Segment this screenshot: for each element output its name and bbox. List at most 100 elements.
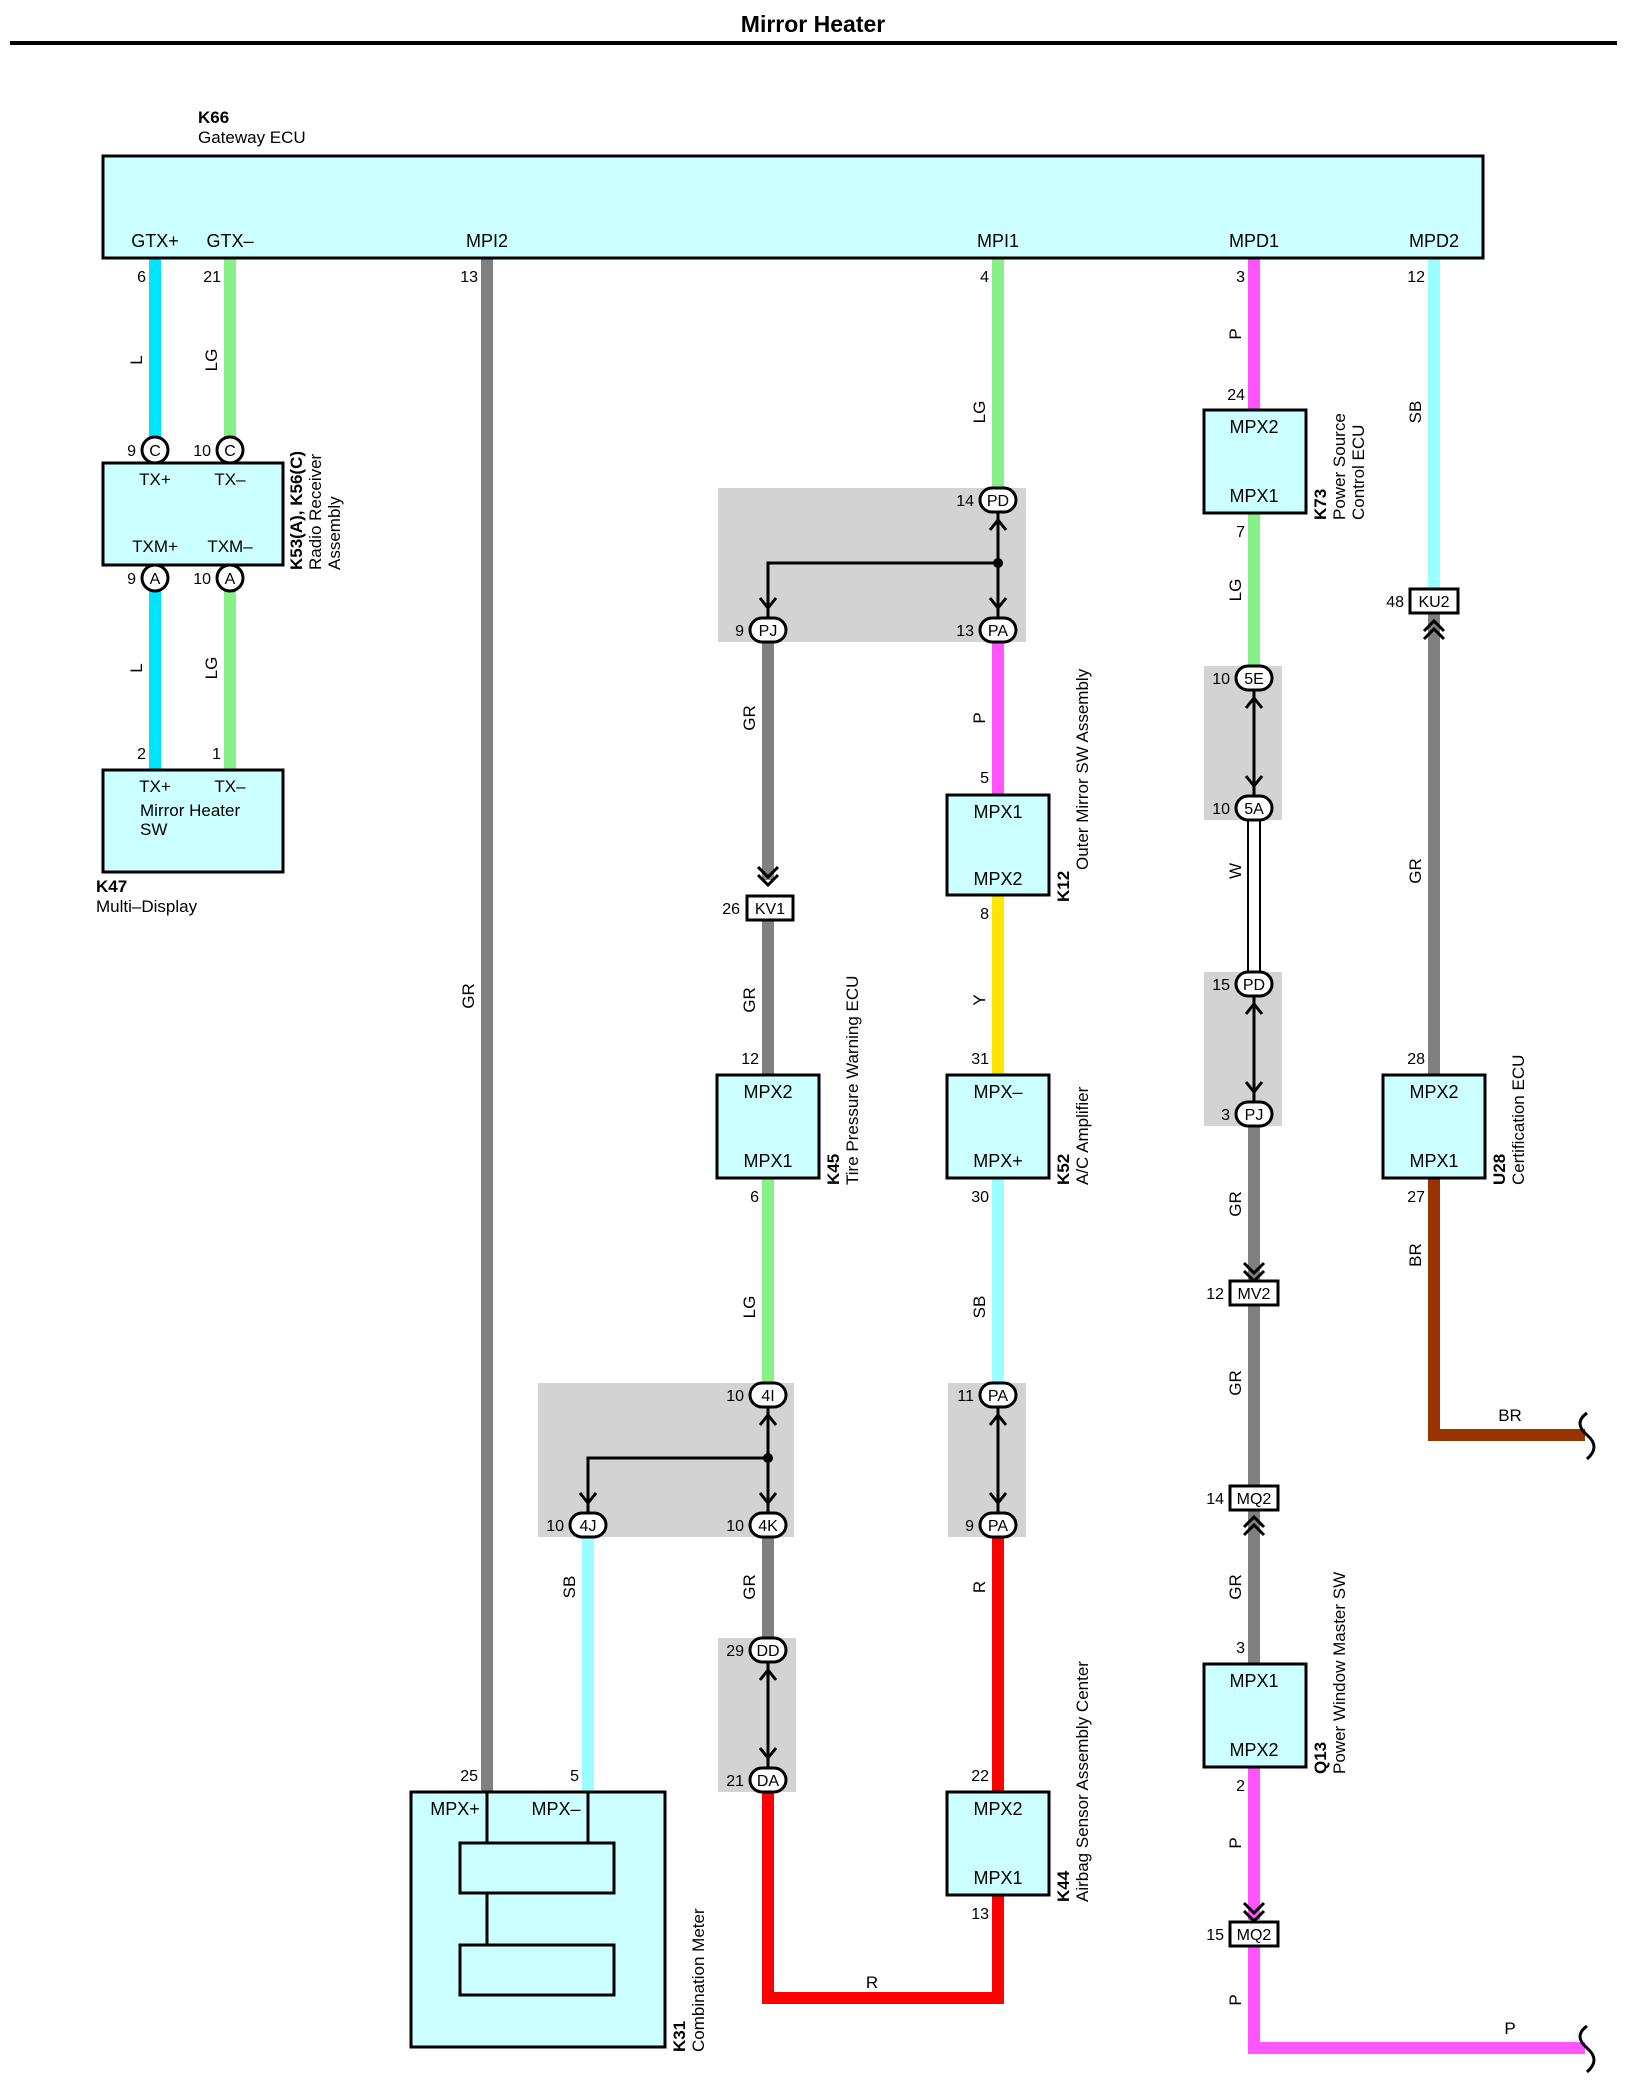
connector-ku2: KU2 (1408, 587, 1460, 615)
svg-text:2: 2 (1236, 1778, 1245, 1795)
svg-text:P: P (1504, 2019, 1515, 2038)
connector-4k: 4K (748, 1511, 788, 1539)
svg-text:W: W (1226, 863, 1245, 879)
wire-r-bottom (762, 1792, 1004, 2004)
k66-pin-mpi2: MPI2 (466, 231, 508, 251)
svg-text:P: P (970, 712, 989, 723)
svg-text:PA: PA (988, 623, 1008, 640)
connector-pa11: PA (978, 1381, 1018, 1409)
connector-pj9: PJ (748, 616, 788, 644)
k66-pin-mpd2: MPD2 (1409, 231, 1459, 251)
k31-box (409, 1790, 667, 2049)
k66-name: Gateway ECU (198, 128, 306, 147)
svg-text:LG: LG (202, 657, 221, 680)
svg-text:8: 8 (980, 906, 989, 923)
svg-text:R: R (970, 1581, 989, 1593)
q13-pin-top: MPX1 (1229, 1671, 1278, 1691)
svg-text:10: 10 (193, 443, 211, 460)
k47-pin-txm: TX– (214, 777, 246, 796)
u28-id: U28 (1490, 1154, 1509, 1185)
component-k12: MPX1 MPX2 K12 Outer Mirror SW Assembly (945, 668, 1092, 902)
k73-box (1202, 408, 1308, 515)
k47-inner2: SW (140, 820, 167, 839)
chevron-kv1-icon (756, 865, 780, 888)
k53-id: K53(A), K56(C) (287, 451, 306, 570)
u28-pin-bottom: MPX1 (1409, 1151, 1458, 1171)
k47-name: Multi–Display (96, 897, 198, 916)
svg-text:DD: DD (756, 1643, 779, 1660)
k53-box (101, 461, 285, 567)
k12-name-wrap: Outer Mirror SW Assembly (1073, 668, 1092, 870)
svg-text:A: A (225, 571, 236, 588)
k53-name1: Radio Receiver (306, 453, 325, 570)
connector-k53-c10: C (215, 435, 245, 465)
svg-text:10: 10 (1212, 801, 1230, 818)
svg-text:21: 21 (203, 269, 221, 286)
svg-text:4: 4 (980, 269, 989, 286)
svg-text:PJ: PJ (759, 623, 778, 640)
k66-pin-gtxm: GTX– (206, 231, 253, 251)
k73-id: K73 (1311, 489, 1330, 520)
connector-k53-c9: C (140, 435, 170, 465)
connector-k53-a10: A (215, 563, 245, 593)
k66-pin-mpd1: MPD1 (1229, 231, 1279, 251)
component-k47: TX+ TX– Mirror Heater SW K47 Multi–Displ… (96, 768, 285, 916)
junction-block-dd (718, 1638, 796, 1792)
k45-box (715, 1073, 821, 1180)
q13-box (1202, 1662, 1308, 1769)
svg-text:4K: 4K (758, 1518, 778, 1535)
chevron-ku2-icon (1422, 618, 1446, 641)
junction-block-4i (538, 1383, 794, 1537)
page-title: Mirror Heater (741, 11, 885, 37)
inline-chevrons (756, 618, 1446, 1924)
k31-pin-left: MPX+ (430, 1799, 480, 1819)
svg-text:L: L (127, 355, 146, 364)
k45-pin-bottom: MPX1 (743, 1151, 792, 1171)
component-u28: MPX2 MPX1 U28 Certification ECU (1381, 1055, 1528, 1185)
svg-text:7: 7 (1236, 524, 1245, 541)
connector-mq2-lower: MQ2 (1228, 1920, 1280, 1948)
svg-text:C: C (224, 443, 236, 460)
svg-text:26: 26 (722, 901, 740, 918)
connector-pj3: PJ (1234, 1100, 1274, 1128)
connector-k53-a9: A (140, 563, 170, 593)
k73-pin-bottom: MPX1 (1229, 486, 1278, 506)
wire-br-end (1428, 1178, 1585, 1441)
svg-text:28: 28 (1407, 1051, 1425, 1068)
svg-text:10: 10 (1212, 671, 1230, 688)
svg-text:4J: 4J (580, 1518, 597, 1535)
svg-text:L: L (127, 663, 146, 672)
k66-id: K66 (198, 108, 229, 127)
svg-text:MQ2: MQ2 (1237, 1491, 1272, 1508)
svg-text:1: 1 (212, 746, 221, 763)
connector-kv1: KV1 (745, 894, 795, 922)
svg-text:9: 9 (965, 1518, 974, 1535)
svg-text:LG: LG (202, 349, 221, 372)
svg-text:11: 11 (957, 1388, 974, 1405)
svg-text:KU2: KU2 (1418, 594, 1449, 611)
svg-text:3: 3 (1236, 1640, 1245, 1657)
svg-text:GR: GR (740, 987, 759, 1013)
k44-box (945, 1790, 1051, 1897)
svg-text:GR: GR (740, 705, 759, 731)
k53-name2: Assembly (325, 496, 344, 570)
component-q13: MPX1 MPX2 Q13 Power Window Master SW (1202, 1572, 1349, 1774)
svg-text:LG: LG (740, 1296, 759, 1319)
k12-box (945, 793, 1051, 897)
connector-pd14: PD (978, 486, 1018, 514)
k73-name2: Control ECU (1349, 425, 1368, 520)
svg-text:12: 12 (741, 1051, 759, 1068)
wires (149, 258, 1585, 2054)
svg-text:SB: SB (1406, 401, 1425, 424)
svg-text:GR: GR (1226, 1370, 1245, 1396)
connector-pd15: PD (1234, 970, 1274, 998)
svg-text:15: 15 (1212, 977, 1230, 994)
k31-inner-top (458, 1841, 616, 1895)
k44-pin-bottom: MPX1 (973, 1868, 1022, 1888)
svg-text:P: P (1226, 328, 1245, 339)
k44-pin-top: MPX2 (973, 1799, 1022, 1819)
svg-text:9: 9 (127, 571, 136, 588)
svg-text:5E: 5E (1244, 671, 1264, 688)
svg-text:SB: SB (970, 1296, 989, 1319)
